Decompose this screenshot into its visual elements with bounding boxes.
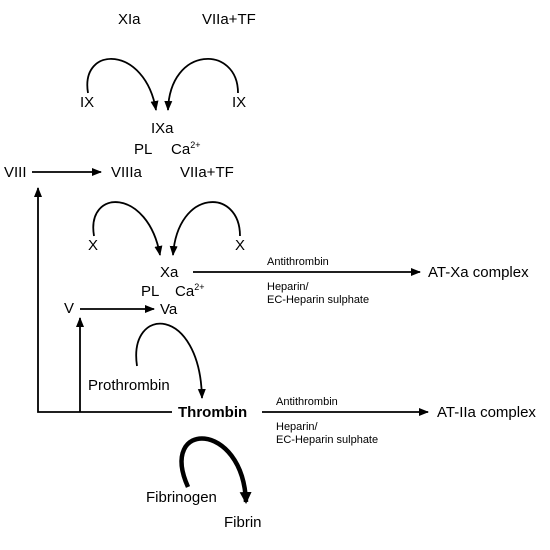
arc-prothrombin-to-thrombin [135, 322, 206, 399]
label-ix-left: IX [80, 94, 95, 111]
label-at-iia-complex: AT-IIa complex [437, 404, 536, 421]
label-ec-heparin-1: EC-Heparin sulphate [267, 294, 370, 306]
label-thrombin: Thrombin [178, 404, 248, 421]
arc-ix-to-ixa-left [86, 58, 159, 111]
label-viiia: VIIIa [111, 164, 142, 181]
label-ec-heparin-2: EC-Heparin sulphate [276, 434, 379, 446]
label-x-left: X [88, 237, 99, 254]
arc-x-to-xa-right [169, 201, 241, 256]
label-at-xa-complex: AT-Xa complex [428, 264, 529, 281]
label-ixa: IXa [151, 120, 174, 137]
label-fibrin: Fibrin [224, 514, 262, 531]
label-ix-right: IX [232, 94, 247, 111]
arc-x-to-xa-left [92, 201, 163, 256]
label-ca-2: Ca2+ [175, 282, 205, 300]
label-antithrombin-1: Antithrombin [267, 256, 329, 268]
label-pl-2: PL [141, 283, 160, 300]
label-heparin-2: Heparin/ [276, 421, 318, 433]
label-xa: Xa [160, 264, 179, 281]
arc-fibrinogen-to-fibrin [179, 436, 252, 504]
arc-ix-to-ixa-right [164, 58, 239, 111]
label-v: V [64, 300, 75, 317]
label-xia: XIa [118, 11, 141, 28]
label-viia-tf-mid: VIIa+TF [180, 164, 234, 181]
label-viii: VIII [4, 164, 27, 181]
label-ca-1: Ca2+ [171, 140, 201, 158]
label-x-right: X [235, 237, 246, 254]
label-heparin-1: Heparin/ [267, 281, 309, 293]
label-viia-tf-top: VIIa+TF [202, 11, 256, 28]
label-prothrombin: Prothrombin [88, 377, 170, 394]
label-fibrinogen: Fibrinogen [146, 489, 217, 506]
feedback-line-thrombin [34, 187, 172, 413]
label-antithrombin-2: Antithrombin [276, 396, 338, 408]
label-va: Va [160, 301, 178, 318]
label-pl-1: PL [134, 141, 153, 158]
